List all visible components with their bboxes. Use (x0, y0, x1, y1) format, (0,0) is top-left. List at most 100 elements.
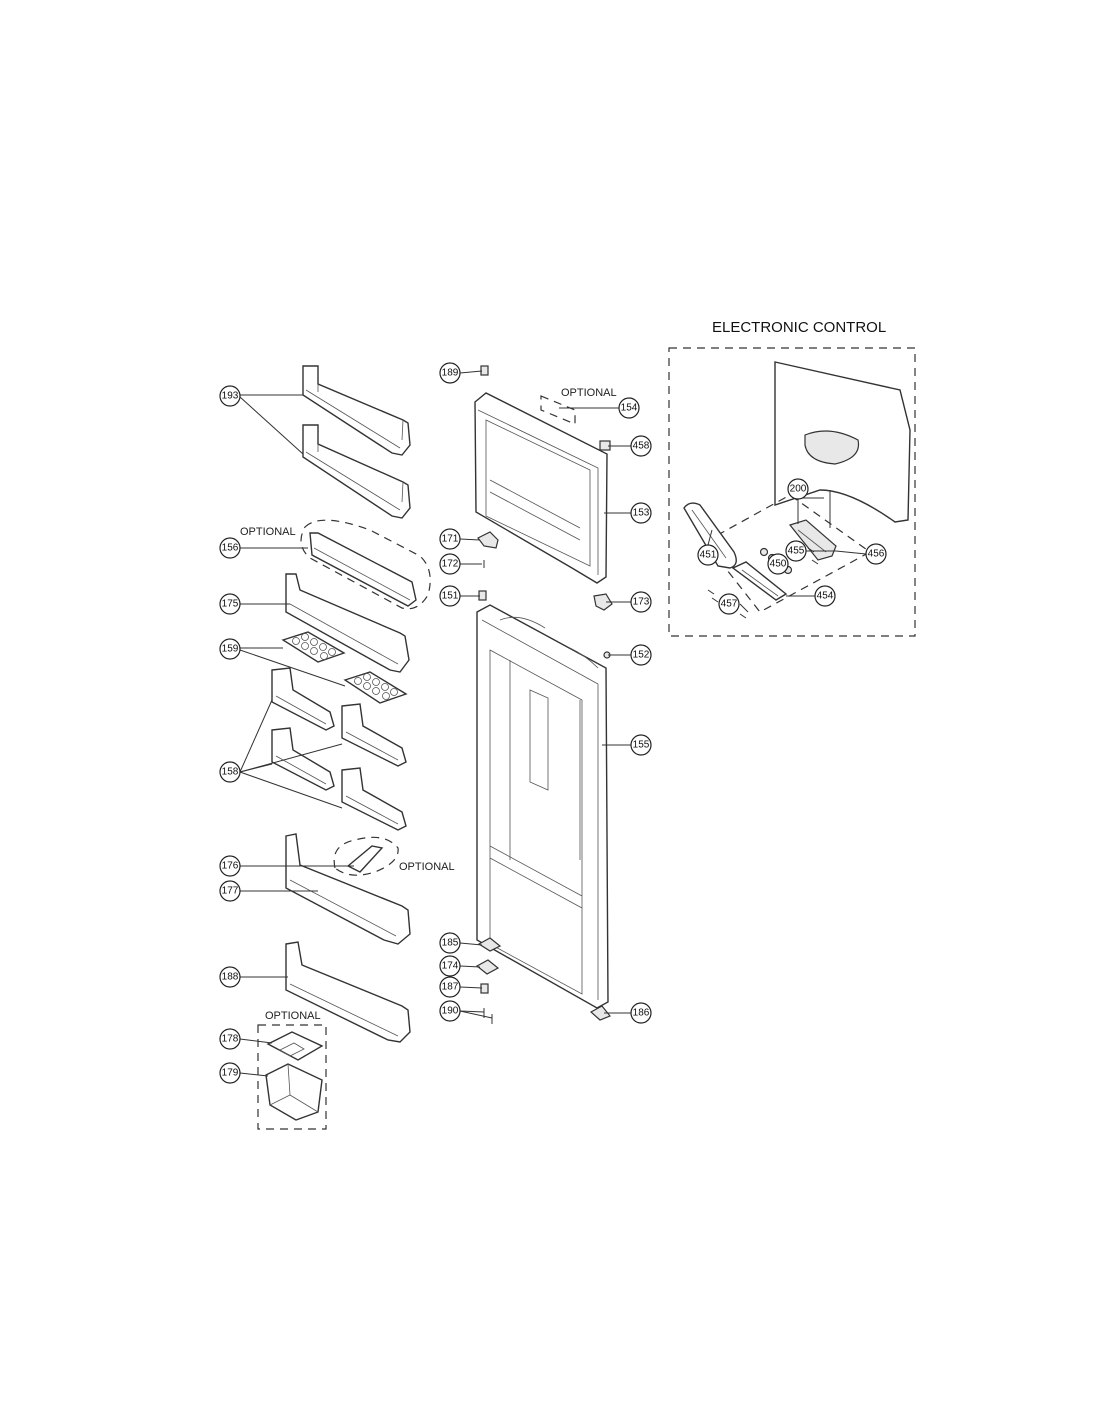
svg-text:175: 175 (222, 599, 239, 610)
callout-454: 454 (814, 585, 836, 607)
svg-text:171: 171 (442, 534, 459, 545)
door-panel-200 (774, 361, 911, 523)
electronic-control-box (668, 347, 916, 637)
fridge-door-155 (476, 604, 609, 1009)
svg-text:155: 155 (633, 740, 650, 751)
callout-158: 158 (219, 761, 241, 783)
callout-190: 190 (439, 1000, 461, 1022)
svg-text:151: 151 (442, 591, 459, 602)
box-179 (265, 1063, 323, 1121)
svg-text:455: 455 (788, 546, 805, 557)
svg-text:152: 152 (633, 650, 650, 661)
egg-tray-159-lower (343, 671, 408, 704)
optional-label-156: OPTIONAL (240, 526, 296, 538)
callout-451: 451 (697, 544, 719, 566)
small-bin-158-a (271, 667, 335, 731)
cover-178 (266, 1031, 324, 1061)
optional-box-178-179 (257, 1024, 327, 1130)
svg-text:457: 457 (721, 599, 738, 610)
small-bin-158-c (271, 727, 335, 791)
callout-179: 179 (219, 1062, 241, 1084)
door-bin-193-upper (302, 365, 411, 456)
callout-151: 151 (439, 585, 461, 607)
callout-189: 189 (439, 362, 461, 384)
callout-456: 456 (865, 543, 887, 565)
callout-153: 153 (630, 502, 652, 524)
svg-text:173: 173 (633, 597, 650, 608)
electronic-control-title: ELECTRONIC CONTROL (712, 319, 886, 336)
callout-186: 186 (630, 1002, 652, 1024)
svg-text:159: 159 (222, 644, 239, 655)
bracket-454 (731, 561, 788, 601)
callout-187: 187 (439, 976, 461, 998)
callout-172: 172 (439, 553, 461, 575)
svg-text:200: 200 (790, 484, 807, 495)
leader-lines (239, 370, 867, 1077)
callout-175: 175 (219, 593, 241, 615)
small-bin-158-d (341, 767, 407, 831)
callout-177: 177 (219, 880, 241, 902)
egg-tray-159-upper (281, 631, 346, 663)
optional-label-154: OPTIONAL (561, 387, 617, 399)
small-bin-158-b (341, 703, 407, 767)
svg-text:451: 451 (700, 550, 717, 561)
cap-151 (478, 590, 487, 601)
callout-155: 155 (630, 734, 652, 756)
svg-text:188: 188 (222, 972, 239, 983)
svg-text:456: 456 (868, 549, 885, 560)
optional-label-178: OPTIONAL (265, 1010, 321, 1022)
freezer-door-153 (474, 392, 611, 584)
callout-458: 458 (630, 435, 652, 457)
svg-text:454: 454 (817, 591, 834, 602)
optional-bin-156-outline (300, 519, 431, 610)
bushing-187 (480, 983, 489, 994)
svg-text:177: 177 (222, 886, 239, 897)
callout-193: 193 (219, 385, 241, 407)
svg-text:186: 186 (633, 1008, 650, 1019)
callout-200: 200 (787, 478, 809, 500)
callout-176: 176 (219, 855, 241, 877)
callout-174: 174 (439, 955, 461, 977)
svg-text:185: 185 (442, 938, 459, 949)
door-bin-156 (309, 532, 417, 607)
svg-text:176: 176 (222, 861, 239, 872)
svg-text:450: 450 (770, 559, 787, 570)
optional-part-154-outline (540, 395, 576, 425)
callout-173: 173 (630, 591, 652, 613)
callout-188: 188 (219, 966, 241, 988)
svg-text:154: 154 (621, 403, 638, 414)
callout-455: 455 (785, 540, 807, 562)
door-bin-177 (285, 833, 411, 945)
callout-450: 450 (767, 553, 789, 575)
callout-185: 185 (439, 932, 461, 954)
hinge-173 (593, 593, 613, 611)
control-assembly-outline (704, 494, 872, 613)
svg-text:156: 156 (222, 543, 239, 554)
callout-171: 171 (439, 528, 461, 550)
svg-text:190: 190 (442, 1006, 459, 1017)
svg-text:153: 153 (633, 508, 650, 519)
hinge-186 (589, 1005, 611, 1021)
hinge-cap-189 (480, 365, 489, 376)
svg-text:458: 458 (633, 441, 650, 452)
part-176 (346, 845, 384, 873)
svg-text:189: 189 (442, 368, 459, 379)
hinge-185 (477, 937, 502, 952)
svg-text:174: 174 (442, 961, 459, 972)
svg-text:158: 158 (222, 767, 239, 778)
callout-154: 154 (618, 397, 640, 419)
svg-text:187: 187 (442, 982, 459, 993)
hinge-171 (477, 531, 499, 549)
svg-text:193: 193 (222, 391, 239, 402)
callout-152: 152 (630, 644, 652, 666)
callout-178: 178 (219, 1028, 241, 1050)
svg-text:172: 172 (442, 559, 459, 570)
screws-190 (483, 1008, 493, 1024)
callout-156: 156 (219, 537, 241, 559)
svg-text:178: 178 (222, 1034, 239, 1045)
optional-part-176-outline (333, 836, 399, 876)
door-bin-193-lower (302, 424, 411, 519)
door-bin-175 (285, 573, 410, 673)
hinge-174 (475, 959, 500, 975)
